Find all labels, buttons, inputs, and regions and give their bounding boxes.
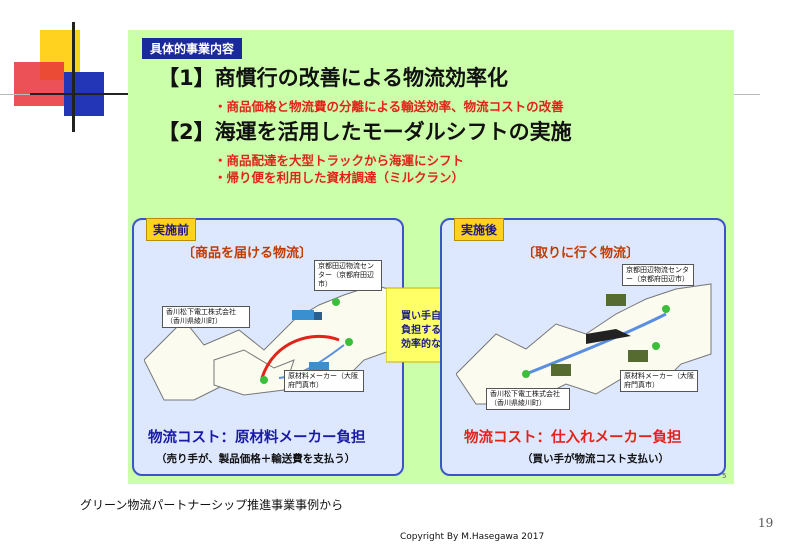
item1-title: 【1】商慣行の改善による物流効率化 — [158, 66, 508, 90]
slide-page-number: 5 — [722, 472, 727, 480]
after-note: （買い手が物流コスト支払い） — [522, 453, 669, 465]
slide-badge: 具体的事業内容 — [142, 38, 243, 59]
decor-horizontal-line — [30, 93, 150, 95]
after-panel: 実施後 〔取りに行く物流〕 京都田辺物流センター（京都府田辺市） 香川松下電工株… — [440, 218, 726, 476]
before-label-center: 京都田辺物流センター（京都府田辺市） — [314, 260, 382, 291]
before-panel: 実施前 〔商品を届ける物流〕 京都田辺物流センター（京都府田辺市） 香川松下電工… — [132, 218, 404, 476]
item2-bullet: ・商品配達を大型トラックから海運にシフト — [214, 153, 465, 168]
decor-red-square — [14, 62, 64, 106]
before-label-factory: 香川松下電工株式会社（香川県綾川町） — [162, 306, 250, 328]
before-cost: 物流コスト：原材料メーカー負担 — [148, 430, 366, 446]
after-label-center: 京都田辺物流センター（京都府田辺市） — [622, 264, 694, 286]
before-subtitle: 〔商品を届ける物流〕 — [182, 246, 313, 261]
after-badge: 実施後 — [454, 218, 505, 241]
before-badge: 実施前 — [146, 218, 197, 241]
after-subtitle: 〔取りに行く物流〕 — [522, 246, 640, 261]
page-number: 19 — [758, 516, 774, 530]
item2-bullet: ・帰り便を利用した資材調達（ミルクラン） — [214, 170, 465, 185]
before-label-maker: 原材料メーカー（大阪府門真市） — [284, 370, 364, 392]
decor-vertical-line — [72, 22, 75, 132]
before-note: （売り手が、製品価格＋輸送費を支払う） — [156, 453, 356, 465]
after-label-factory: 香川松下電工株式会社（香川県綾川町） — [486, 388, 570, 410]
item2-title: 【2】海運を活用したモーダルシフトの実施 — [158, 120, 572, 144]
source-caption: グリーン物流パートナーシップ推進事業事例から — [80, 498, 344, 512]
after-cost: 物流コスト：仕入れメーカー負担 — [464, 430, 682, 446]
copyright-text: Copyright By M.Hasegawa 2017 — [400, 532, 545, 542]
item1-bullet: ・商品価格と物流費の分離による輸送効率、物流コストの改善 — [214, 99, 564, 114]
after-label-maker: 原材料メーカー（大阪府門真市） — [620, 370, 698, 392]
slide-image: 具体的事業内容 【1】商慣行の改善による物流効率化 ・商品価格と物流費の分離によ… — [128, 30, 734, 484]
